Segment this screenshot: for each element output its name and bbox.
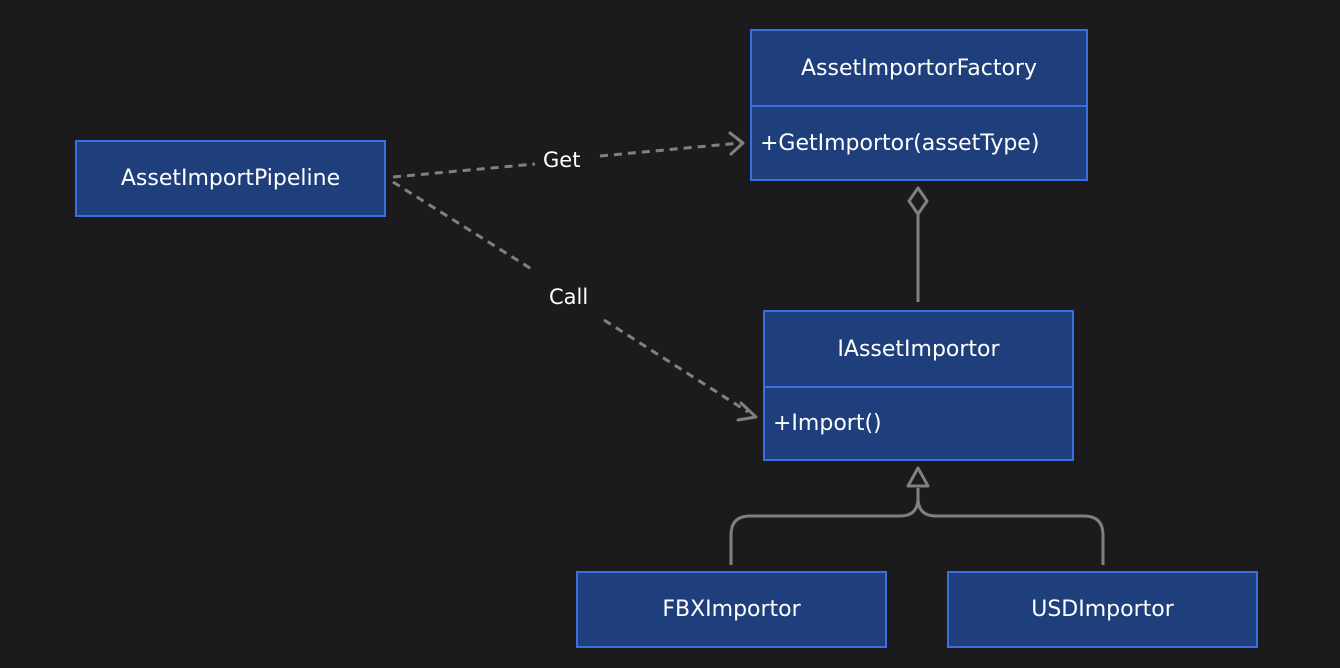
- class-name: AssetImportPipeline: [120, 166, 341, 191]
- class-name: AssetImportorFactory: [800, 55, 1038, 81]
- class-member: +Import(): [765, 386, 1072, 459]
- class-fbx-importor[interactable]: FBXImportor: [576, 571, 887, 648]
- get-arrowhead-icon: [728, 131, 745, 156]
- call-dependency-line: [603, 318, 749, 414]
- inheritance-line: [729, 488, 920, 565]
- class-name: USDImportor: [1031, 597, 1174, 622]
- class-name: FBXImportor: [662, 597, 801, 622]
- call-dependency-line: [392, 180, 534, 272]
- class-asset-import-pipeline[interactable]: AssetImportPipeline: [75, 140, 386, 217]
- class-usd-importor[interactable]: USDImportor: [947, 571, 1258, 648]
- class-member: +GetImportor(assetType): [752, 105, 1086, 179]
- inheritance-line: [916, 497, 1105, 565]
- call-arrowhead-icon: [736, 401, 758, 422]
- class-iasset-importor[interactable]: IAssetImportor +Import(): [763, 310, 1074, 461]
- inheritance-triangle-icon: [906, 466, 930, 488]
- get-dependency-line: [599, 141, 741, 158]
- class-name: IAssetImportor: [837, 336, 1000, 362]
- call-relation-label: Call: [545, 285, 593, 309]
- class-asset-importor-factory[interactable]: AssetImportorFactory +GetImportor(assetT…: [750, 29, 1088, 181]
- get-dependency-line: [392, 162, 536, 179]
- get-relation-label: Get: [539, 148, 585, 172]
- aggregation-diamond-icon: [907, 186, 929, 216]
